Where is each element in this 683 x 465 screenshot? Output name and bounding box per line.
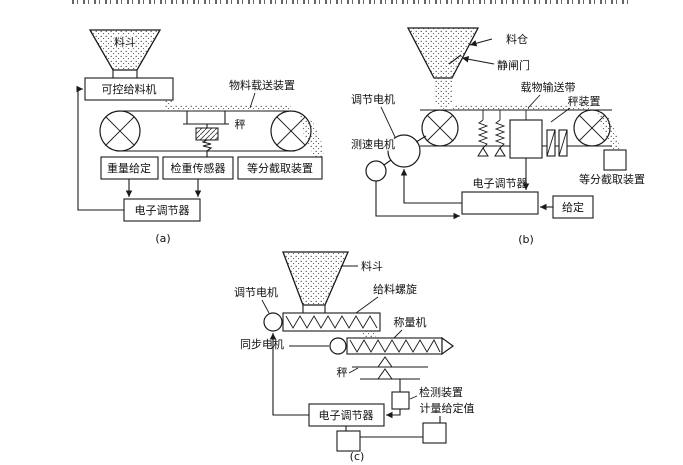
feeder-screw (285, 315, 378, 329)
gate-mark (448, 54, 462, 65)
divider-label-b: 等分截取装置 (579, 172, 645, 186)
material-drop-c (362, 331, 376, 338)
clipped-text-row (72, 0, 632, 4)
sync-motor-label: 同步电机 (240, 337, 284, 351)
speed-motor-label: 测速电机 (351, 137, 395, 151)
scale-lever-c (352, 356, 428, 392)
gate-label: 静闸门 (497, 58, 530, 72)
adjust-motor-label-c: 调节电机 (234, 285, 278, 299)
weight-set-label: 重量给定 (107, 161, 151, 175)
control-lines-a (76, 85, 202, 211)
scale-mechanism-b (477, 110, 568, 159)
weigher-leader (393, 329, 403, 339)
panel-c: 料斗 给料螺旋 调节电机 同步电机 称量机 (233, 251, 476, 463)
material-spill-a (300, 114, 324, 157)
scale-mechanism-a (183, 111, 229, 157)
adjust-motor-label-b: 调节电机 (351, 92, 395, 106)
panel-b: 料仓 静闸门 载物输送带 秤装置 调节电机 (350, 27, 646, 246)
screw-label: 给料螺旋 (373, 282, 417, 296)
adjust-motor-b (387, 134, 421, 168)
belt-leader-b (527, 94, 541, 109)
conveyor-label-a: 物料载送装置 (229, 78, 295, 92)
hopper-a-label: 料斗 (114, 35, 136, 49)
caption-b: (b) (518, 233, 534, 246)
material-strip-b (452, 104, 592, 110)
regulator-label-c: 电子调节器 (319, 409, 374, 422)
detector-label: 检测装置 (419, 385, 463, 399)
weigher-outlet (441, 336, 455, 356)
setpoint-label: 给定 (562, 200, 584, 214)
panel-a: 料斗 可控给料机 物料载送装置 (76, 29, 324, 245)
control-lines-b (375, 158, 553, 220)
hopper-b (406, 27, 480, 79)
detector-leader (409, 395, 418, 400)
regulator-label-b: 电子调节器 (473, 177, 528, 190)
belt-b (420, 109, 612, 147)
output-box-right (422, 422, 447, 444)
scale-label-c: 秤 (337, 366, 348, 379)
meter-set-label: 计量给定值 (420, 401, 475, 415)
control-lines-c (269, 333, 441, 438)
belt-label-b: 载物输送带 (521, 80, 576, 94)
material-spill-b (598, 112, 620, 150)
scale-device-label: 秤装置 (568, 95, 601, 108)
regulator-label-a: 电子调节器 (135, 204, 190, 217)
scale-label-a: 秤 (235, 118, 246, 131)
weigher-screw (349, 339, 441, 353)
bin-label: 料仓 (506, 32, 528, 46)
material-column-b (434, 78, 452, 110)
tacho-motor-link (383, 159, 392, 166)
material-strip-a (165, 100, 291, 111)
adjust-motor-c (263, 312, 283, 332)
hopper-c (282, 251, 349, 306)
adjust-motor-leader-b (380, 106, 396, 138)
caption-c: (c) (350, 450, 365, 463)
detector-box (391, 391, 410, 410)
divider-box-b (603, 149, 627, 171)
scale-device-leader (550, 107, 571, 123)
divider-label-a: 等分截取装置 (247, 161, 313, 175)
regulator-box-b (461, 191, 539, 215)
output-box-left (336, 430, 361, 452)
motor-pulley-link (415, 135, 427, 143)
sync-motor (329, 337, 347, 355)
hopper-c-label: 料斗 (361, 259, 383, 273)
scale-leader-c (348, 367, 359, 374)
screw-leader (355, 296, 379, 314)
sensor-label: 检重传感器 (171, 161, 226, 175)
divider-box-a (237, 156, 323, 180)
conveyor-leader-a (249, 92, 256, 109)
speed-motor (365, 160, 387, 182)
feeder-box (84, 77, 174, 101)
feeder-label: 可控给料机 (102, 82, 157, 96)
hopper-a-neck (112, 70, 138, 78)
gate-leader (461, 55, 495, 65)
bin-leader (469, 38, 493, 47)
adjust-motor-leader-c (261, 299, 270, 314)
caption-a: (a) (155, 232, 170, 245)
weigher-label: 称量机 (394, 315, 427, 329)
